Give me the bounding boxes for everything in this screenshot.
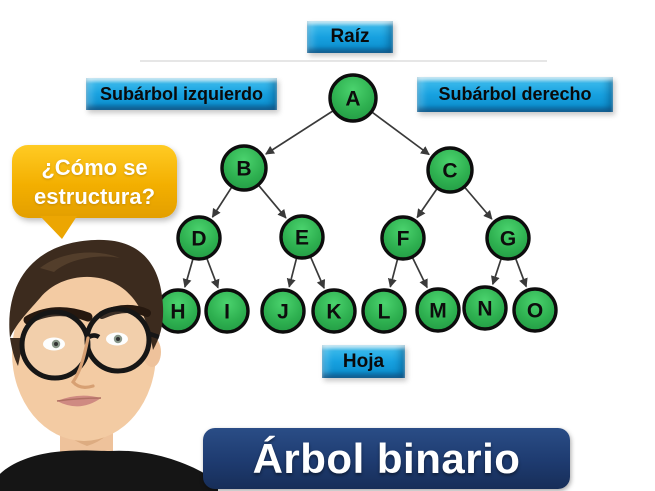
tree-edge-G-O [514, 258, 528, 288]
tree-edge-E-J [286, 258, 298, 288]
tree-edge-B-E [258, 185, 287, 219]
label-leaf-text: Hoja [342, 350, 385, 372]
man-shirt [0, 450, 218, 491]
title-banner-text: Árbol binario [252, 434, 521, 482]
label-root-text: Raíz [330, 26, 370, 47]
man-neck-shadow [58, 419, 115, 446]
tree-edge-F-L [387, 259, 399, 288]
tree-node-G: G [485, 215, 531, 261]
tree-node-E: E [279, 214, 325, 260]
man-hair-highlight [40, 252, 120, 272]
tree-edge-D-H [182, 258, 194, 288]
svg-text:F: F [397, 228, 410, 251]
tree-node-M: M [415, 287, 461, 333]
speech-bubble-tail [40, 216, 77, 239]
tree-node-H: H [155, 288, 201, 334]
tree-node-D: D [176, 215, 222, 261]
tree-edge-C-F [416, 188, 438, 219]
label-left-subtree: Subárbol izquierdo [86, 78, 277, 110]
svg-text:H: H [170, 301, 185, 324]
man-nose [70, 336, 95, 389]
tree-edge-D-I [206, 258, 220, 289]
label-leaf: Hoja [322, 345, 405, 378]
speech-bubble-line2: estructura? [33, 183, 156, 209]
label-root: Raíz [307, 21, 393, 53]
svg-text:M: M [429, 300, 447, 323]
tree-node-A: A [328, 73, 378, 123]
label-right-subtree: Subárbol derecho [417, 77, 613, 112]
svg-text:A: A [345, 88, 360, 111]
tree-node-N: N [462, 285, 508, 331]
svg-text:C: C [442, 160, 457, 183]
tree-edge-C-G [464, 186, 493, 220]
svg-text:K: K [326, 301, 341, 324]
tree-edge-B-D [211, 186, 233, 218]
tree-node-K: K [311, 288, 357, 334]
svg-text:O: O [527, 300, 543, 323]
tree-node-C: C [426, 146, 474, 194]
svg-text:G: G [500, 228, 516, 251]
tree-node-F: F [380, 215, 426, 261]
tree-node-O: O [512, 287, 558, 333]
man-pupil-left [54, 342, 58, 346]
svg-text:L: L [378, 301, 391, 324]
svg-text:B: B [236, 158, 251, 181]
man-illustration [0, 239, 218, 491]
man-glasses-left-lens [19, 309, 91, 381]
divider-line [140, 60, 547, 62]
tree-edge-G-N [491, 258, 502, 286]
tree-edge-F-M [411, 257, 428, 289]
svg-text:J: J [277, 301, 289, 324]
speech-bubble-line1: ¿Cómo se [41, 154, 148, 180]
tree-edge-A-C [371, 111, 430, 156]
tree-node-I: I [204, 288, 250, 334]
man-glasses-right-lens [84, 306, 152, 374]
tree-node-J: J [260, 288, 306, 334]
tree-edge-E-K [309, 256, 326, 290]
svg-text:D: D [191, 228, 206, 251]
svg-text:N: N [477, 298, 492, 321]
speech-bubble: ¿Cómo se estructura? [12, 145, 177, 218]
man-pupil-right [116, 337, 120, 341]
label-left-subtree-text: Subárbol izquierdo [99, 83, 263, 104]
tree-edge-A-B [265, 110, 334, 155]
title-banner: Árbol binario [203, 428, 570, 489]
label-right-subtree-text: Subárbol derecho [438, 84, 592, 104]
tree-node-B: B [220, 144, 268, 192]
svg-text:E: E [295, 227, 309, 250]
tree-node-L: L [361, 288, 407, 334]
man-glasses-arm [146, 330, 160, 340]
man-mouth-line [56, 397, 102, 402]
svg-text:I: I [224, 301, 230, 324]
